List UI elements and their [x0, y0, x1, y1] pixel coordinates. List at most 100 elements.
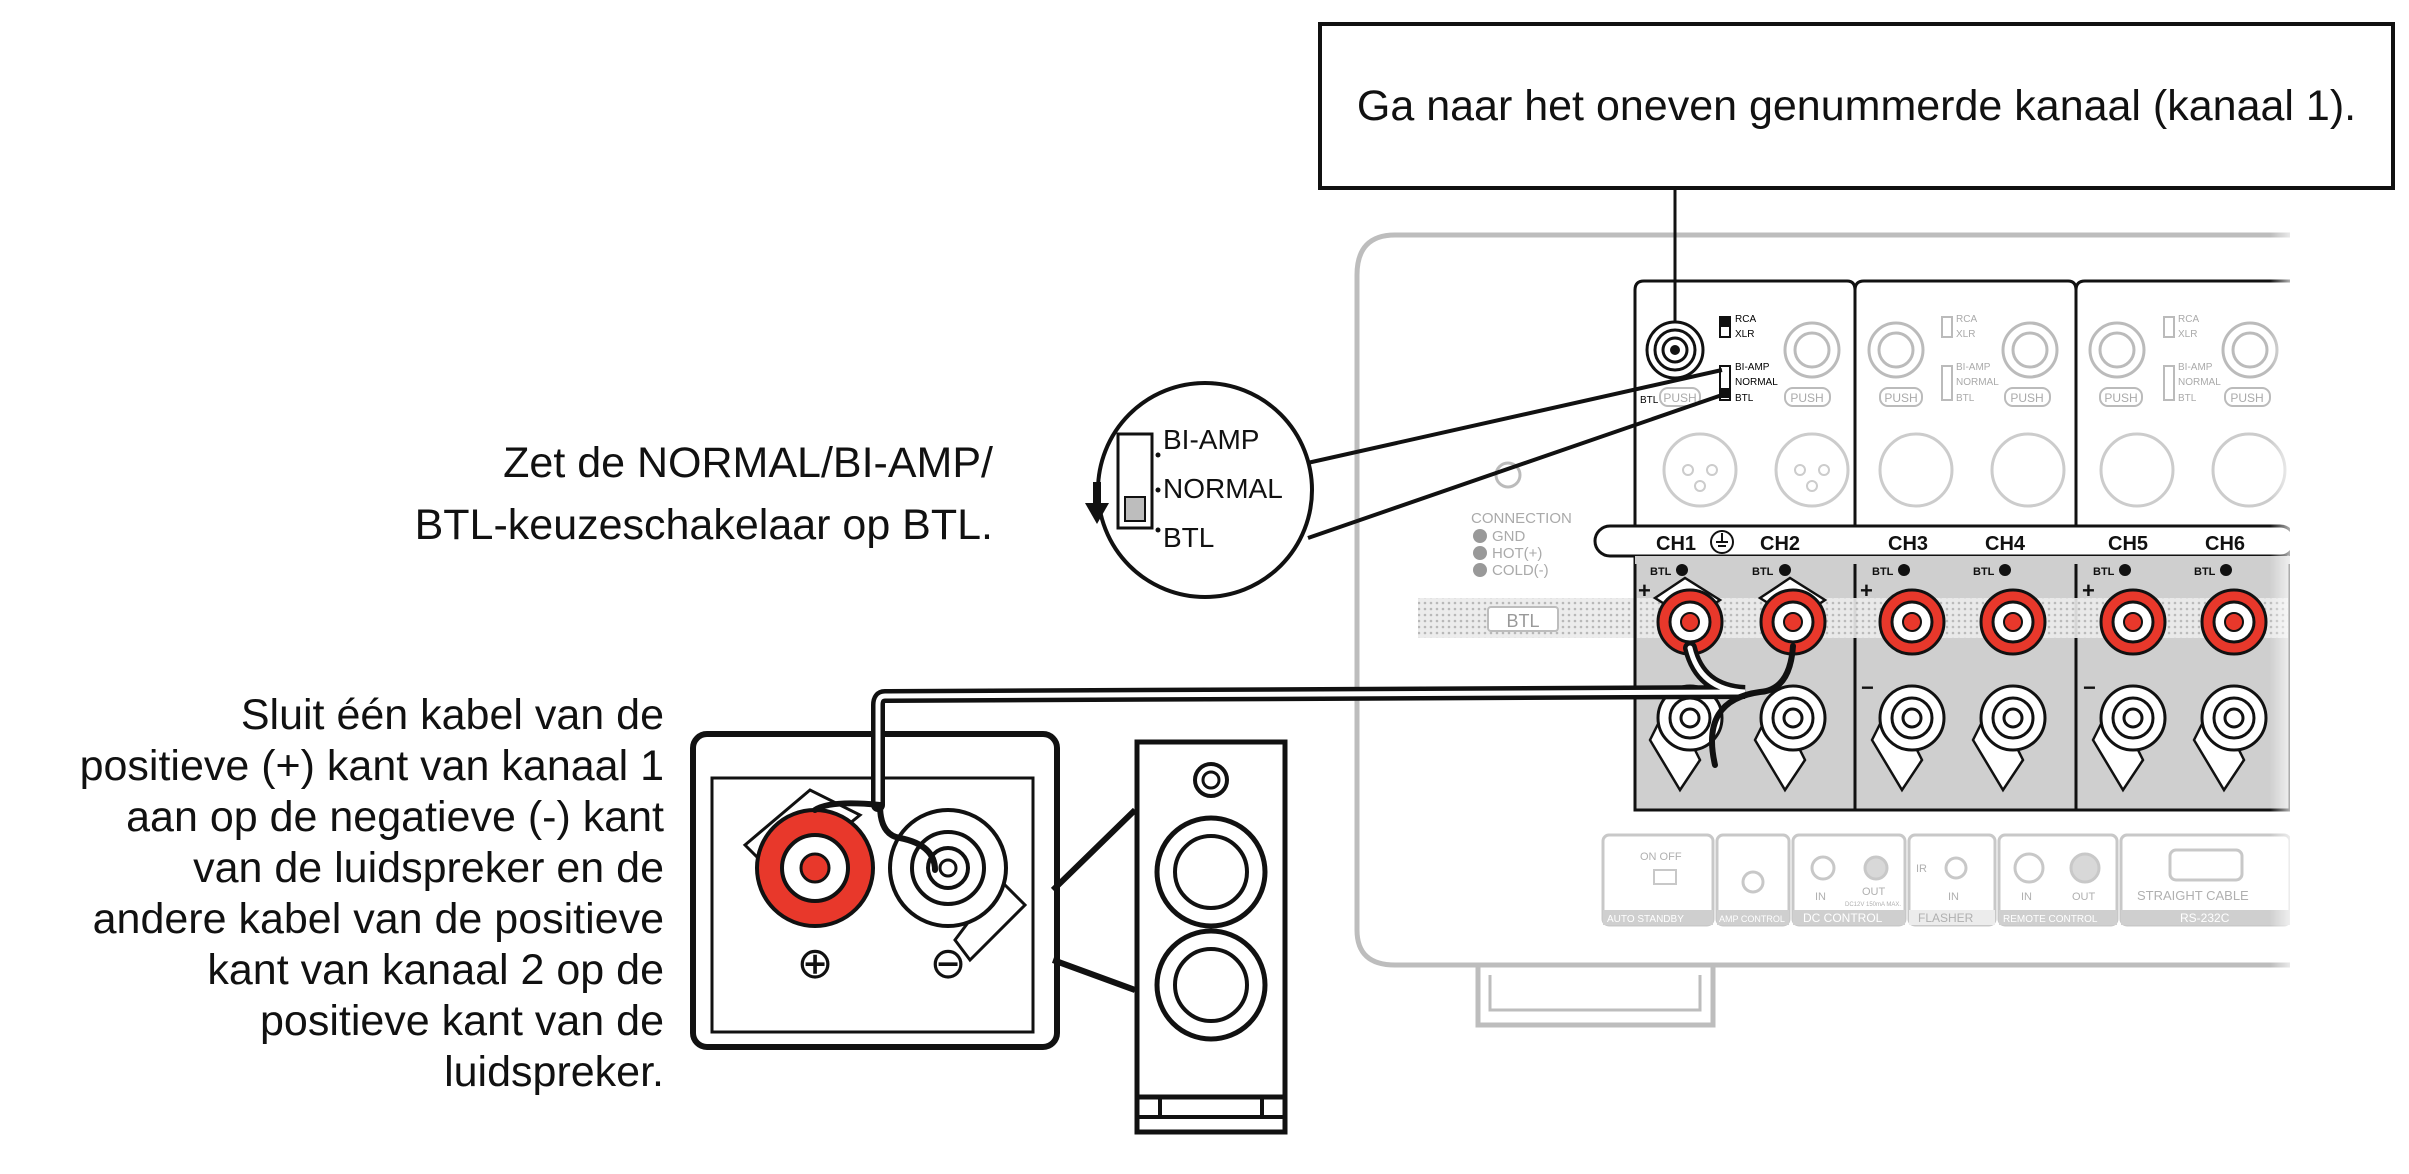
bottom-control-labels: ON OFF AUTO STANDBY AMP CONTROL IN OUT D… [1603, 851, 2290, 925]
ir-label: IR [1916, 863, 1927, 875]
input-btl-label: BTL [1735, 393, 1754, 404]
plus-sign-icon: ⊕ [797, 939, 834, 988]
input-rca-label: RCA [1735, 314, 1756, 325]
connection-cold: COLD(-) [1492, 562, 1549, 579]
terminal-ch3-plus [1878, 588, 1946, 656]
connection-hot: HOT(+) [1492, 545, 1542, 562]
dc-control-label: DC CONTROL [1803, 911, 1883, 925]
terminal-polarity-signs: +++ −−− [1638, 578, 2096, 700]
amplifier-housing [1354, 232, 2290, 1028]
channel-label-ch4: CH4 [1985, 533, 2026, 555]
input-ch1-btl-tag: BTL [1640, 395, 1659, 406]
channel-label-bar [1593, 524, 2297, 558]
instruction-btl-line-1: Zet de NORMAL/BI-AMP/ [503, 439, 993, 487]
terminal-ch1-plus [1652, 576, 1724, 656]
svg-text:+: + [1860, 578, 1873, 603]
channel-labels: CH1 CH2 CH3 CH4 CH5 CH6 [1656, 533, 2245, 555]
zoom-normal-label: NORMAL [1163, 473, 1283, 504]
btl-tag-ch6: BTL [2194, 566, 2216, 578]
push-label-ch2: PUSH [1790, 391, 1823, 405]
push-label-ch6: PUSH [2230, 391, 2263, 405]
terminal-ch6-plus [2200, 588, 2268, 656]
dc-in-label: IN [1815, 891, 1826, 903]
connection-gnd: GND [1492, 528, 1526, 545]
connection-title: CONNECTION [1471, 510, 1572, 527]
remote-control-label: REMOTE CONTROL [2003, 914, 2098, 925]
remote-out-label: OUT [2072, 891, 2096, 903]
btl-strip-label: BTL [1506, 611, 1539, 631]
instruction-cable-line-3: aan op de negatieve (-) kant [126, 793, 664, 841]
terminal-ch2-minus [1753, 684, 1827, 793]
input-module-ch3-ch4: RCA XLR BI-AMP NORMAL BTL PUSH PUSH [1853, 279, 2078, 530]
input-btl-label-2: BTL [1956, 393, 1975, 404]
input-rca-label-3: RCA [2178, 314, 2199, 325]
svg-text:+: + [1638, 578, 1651, 603]
input-xlr-label-3: XLR [2178, 329, 2197, 340]
terminal-dotted-band [1637, 598, 2288, 638]
instruction-cable-line-1: Sluit één kabel van de [240, 691, 664, 739]
instruction-cable-line-6: kant van kanaal 2 op de [207, 946, 664, 994]
btl-polarity-icons [1676, 564, 2232, 576]
terminal-ch5-minus [2091, 684, 2167, 793]
cables [812, 641, 1796, 873]
btl-tag-ch3: BTL [1872, 566, 1894, 578]
terminal-ch5-plus [2099, 588, 2167, 656]
input-biamp-label: BI-AMP [1735, 362, 1770, 373]
dc-out-label: OUT [1862, 886, 1886, 898]
terminal-ch4-plus [1979, 588, 2047, 656]
channel-label-ch6: CH6 [2205, 533, 2245, 555]
connection-legend: CONNECTION GND HOT(+) COLD(-) [1471, 461, 1572, 579]
terminal-ch3-minus [1870, 684, 1946, 793]
dc-spec-label: DC12V 150mA MAX. [1845, 902, 1901, 908]
btl-tag-ch1: BTL [1650, 566, 1672, 578]
arrow-down-icon [1085, 482, 1109, 524]
input-biamp-label-2: BI-AMP [1956, 362, 1991, 373]
input-normal-label-3: NORMAL [2178, 377, 2221, 388]
instruction-cable-line-8: luidspreker. [444, 1048, 664, 1096]
btl-tag-ch2: BTL [1752, 566, 1774, 578]
svg-text:+: + [2082, 578, 2095, 603]
ground-icon [1710, 530, 1734, 554]
channel-label-ch2: CH2 [1760, 533, 1800, 555]
zoom-circle-switch: BI-AMP NORMAL BTL [1085, 381, 1314, 599]
instruction-cable-line-2: positieve (+) kant van kanaal 1 [79, 742, 664, 790]
callout-text: Ga naar het oneven genummerde kanaal (ka… [1356, 81, 2357, 130]
instruction-btl: Zet de NORMAL/BI-AMP/ BTL-keuzeschakelaa… [353, 432, 993, 556]
zoom-box-speaker-terminals: ⊕ ⊖ [690, 731, 1138, 1050]
push-label-ch3: PUSH [1884, 391, 1917, 405]
input-module-ch5-ch6: RCA XLR BI-AMP NORMAL BTL PUSH PUSH [2074, 279, 2290, 530]
terminal-ch4-minus [1971, 684, 2047, 793]
callout-box: Ga naar het oneven genummerde kanaal (ka… [1318, 22, 2395, 190]
speaker-cabinet [1134, 739, 1288, 1135]
flasher-in-label: IN [1948, 891, 1959, 903]
push-label-ch5: PUSH [2104, 391, 2137, 405]
input-normal-label-2: NORMAL [1956, 377, 1999, 388]
svg-text:−: − [2083, 675, 2096, 700]
terminal-ch6-minus [2192, 684, 2268, 793]
channel-label-ch1: CH1 [1656, 533, 1696, 555]
rs232c-label: RS-232C [2180, 911, 2230, 925]
channel-label-ch3: CH3 [1888, 533, 1928, 555]
terminal-ch2-plus [1757, 576, 1828, 656]
zoom-pointer [1275, 368, 1723, 540]
input-btl-label-3: BTL [2178, 393, 2197, 404]
remote-in-label: IN [2021, 891, 2032, 903]
instruction-cable-line-5: andere kabel van de positieve [92, 895, 664, 943]
input-xlr-label-2: XLR [1956, 329, 1975, 340]
svg-text:−: − [1861, 675, 1874, 700]
input-xlr-label: XLR [1735, 329, 1754, 340]
input-module-ch1-ch2: RCA XLR BI-AMP NORMAL BTL PUSH PUSH BTL [1633, 279, 1857, 530]
btl-strip-tag [1487, 606, 1559, 632]
btl-tag-ch5: BTL [2093, 566, 2115, 578]
straight-cable-label: STRAIGHT CABLE [2137, 888, 2249, 903]
on-off-label: ON OFF [1640, 851, 1682, 863]
push-label-ch1: PUSH [1663, 391, 1696, 405]
terminal-module-ch3-ch4 [1853, 543, 2078, 812]
instruction-btl-line-2: BTL-keuzeschakelaar op BTL. [414, 501, 993, 549]
amp-control-label: AMP CONTROL [1719, 914, 1785, 924]
instruction-cable-line-7: positieve kant van de [260, 997, 664, 1045]
input-biamp-label-3: BI-AMP [2178, 362, 2213, 373]
terminal-ch1-minus [1648, 684, 1724, 793]
